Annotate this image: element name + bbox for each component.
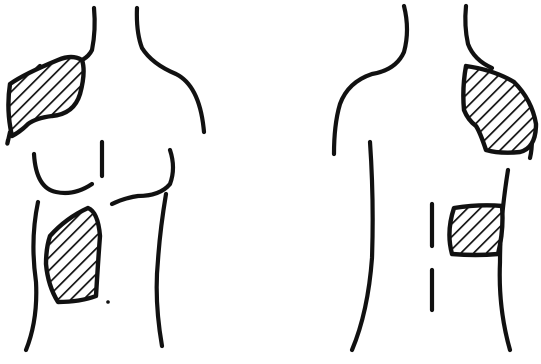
back-neck-right <box>465 6 492 68</box>
front-navel-dot <box>106 300 110 304</box>
back-torso-right-lower <box>500 170 510 350</box>
front-shoulder-shaded-area <box>8 57 83 136</box>
front-torso-right <box>157 194 166 346</box>
front-torso-left <box>26 202 38 350</box>
back-neck-left <box>334 6 407 154</box>
front-chest-left <box>34 154 92 193</box>
back-lower-shaded-area <box>449 205 502 255</box>
back-view-figure <box>334 6 536 350</box>
front-view-figure <box>7 8 204 350</box>
front-neck-right <box>137 8 204 132</box>
back-upper-shaded-area <box>463 66 536 153</box>
back-torso-left <box>352 142 373 350</box>
front-abdomen-shaded-area <box>46 208 100 302</box>
